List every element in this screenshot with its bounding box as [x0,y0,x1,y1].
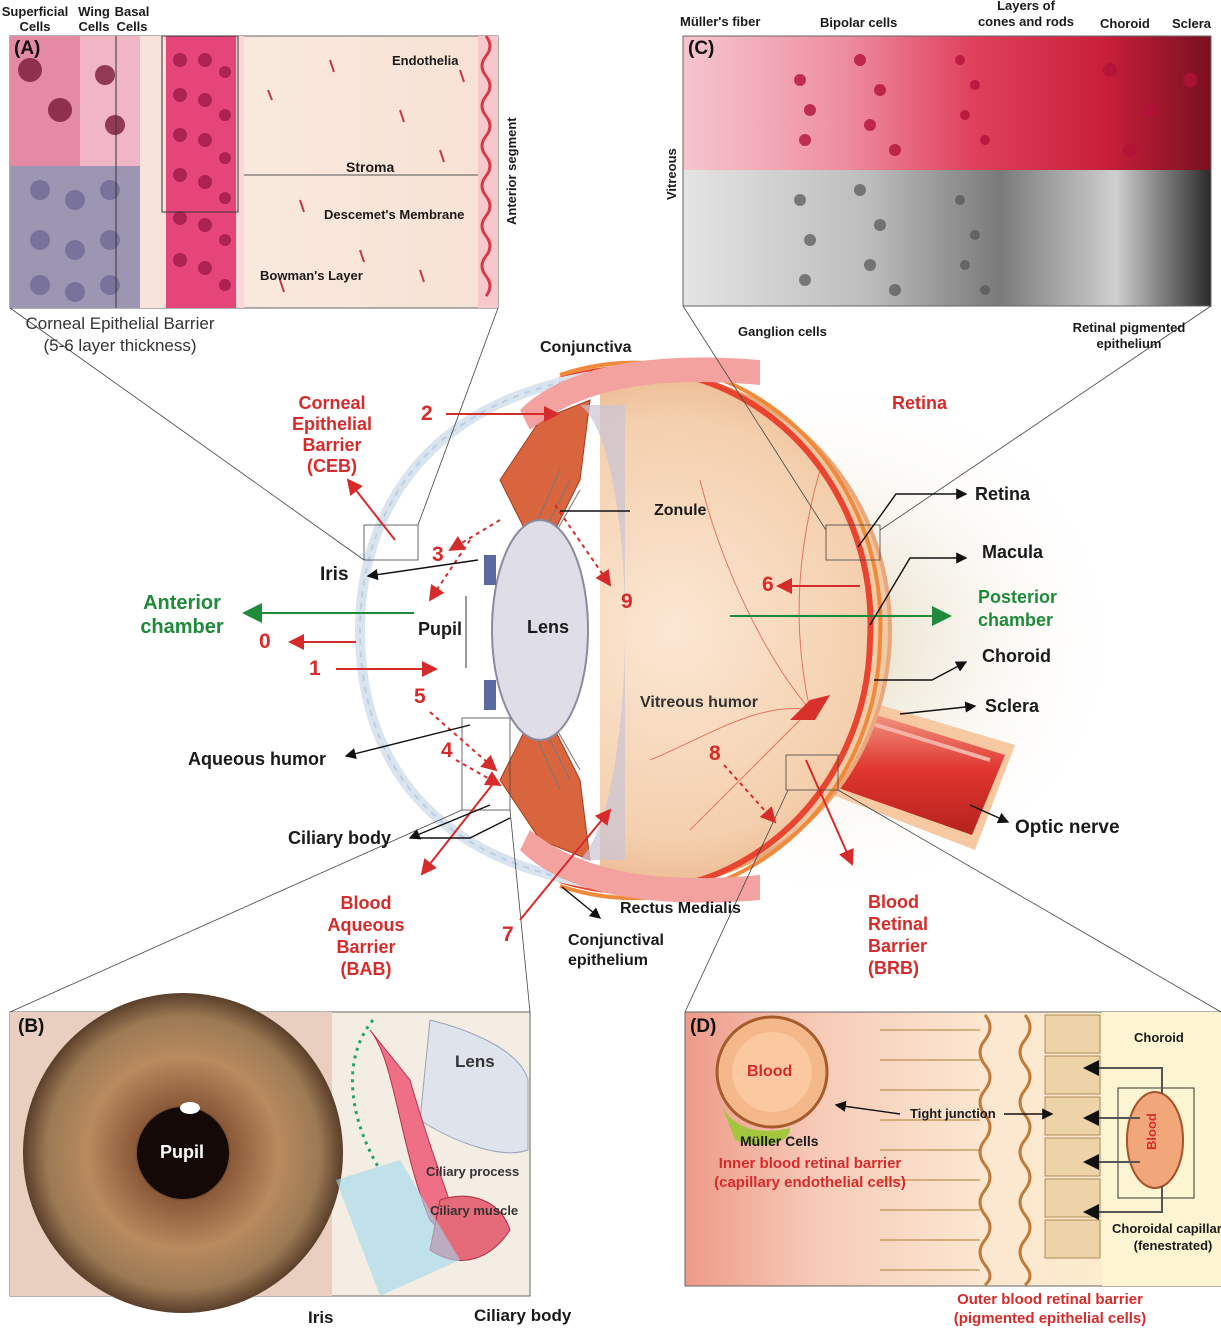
layers-cones-rods-line1: Layers of [997,0,1055,13]
pupil-label: Pupil [418,619,462,639]
chamber-arrows [242,603,952,626]
ceb-line4: (CEB) [307,456,357,476]
panel-a-tag: (A) [14,38,41,59]
choroid-label: Choroid [982,646,1051,666]
route-number-6: 6 [762,573,774,596]
rectus-medialis-label: Rectus Medialis [620,900,741,917]
route-number-2: 2 [421,402,433,425]
choroidal-capillaries-line1: Choroidal capillaries [1112,1221,1221,1236]
retina-label: Retina [975,484,1031,504]
superficial-cells-label: Superficial Cells [1,4,69,34]
route-number-3: 3 [432,543,444,566]
lens-schematic-label: Lens [455,1052,495,1071]
bab-line4: (BAB) [340,959,392,979]
posterior-chamber-line1: Posterior [978,587,1058,607]
descemets-membrane-label: Descemet's Membrane [324,207,465,222]
panel-d-tag: (D) [690,1016,717,1037]
brb-line1: Blood [868,892,919,912]
route-number-4: 4 [441,739,453,762]
panel-d-image [684,1011,1221,1287]
vitreous-histology-label: Vitreous [664,148,679,200]
blood-choroidal-label: Blood [1144,1113,1159,1150]
bipolar-cells-label: Bipolar cells [820,15,898,30]
route-number-1: 1 [309,657,321,680]
macula-label: Macula [982,542,1044,562]
tight-junction-label: Tight junction [910,1106,996,1121]
choroid-schematic-label: Choroid [1134,1030,1184,1045]
pupil-photo-label: Pupil [160,1142,204,1162]
muller-fiber-label: Müller's fiber [680,14,761,29]
brb-line3: Barrier [868,936,928,956]
muller-cells-label: Müller Cells [740,1133,819,1149]
rpe-label-line2: epithelium [1096,336,1162,351]
ciliary-muscle-label: Ciliary muscle [430,1203,519,1218]
ceb-line1: Corneal [298,393,366,413]
sclera-histology-label: Sclera [1172,16,1212,31]
rpe-label-line1: Retinal pigmented [1072,320,1186,335]
iris-photo-label: Iris [308,1308,334,1327]
bab-line2: Aqueous [327,915,405,935]
bowmans-layer-label: Bowman's Layer [260,268,363,283]
anterior-segment-label: Anterior segment [504,117,519,225]
anterior-chamber-line1: Anterior [143,592,221,614]
ciliary-body-schematic-label: Ciliary body [474,1306,572,1325]
route-number-0: 0 [259,630,271,653]
route-arrows [288,406,860,921]
choroid-histology-label: Choroid [1100,16,1150,31]
ciliary-process-label: Ciliary process [426,1164,520,1179]
route-number-7: 7 [502,923,514,946]
zonule-label: Zonule [654,502,707,519]
retina-title-label: Retina [892,393,948,413]
panel-b-tag: (B) [18,1016,45,1037]
corneal-barrier-thickness: (5-6 layer thickness) [43,336,197,355]
endothelia-label: Endothelia [392,53,459,68]
sclera-label: Sclera [985,696,1040,716]
route-number-5: 5 [414,685,426,708]
outer-brb-line1: Outer blood retinal barrier [957,1291,1143,1308]
lens-label: Lens [527,617,570,637]
optic-nerve-label: Optic nerve [1015,817,1120,838]
outer-brb-line2: (pigmented epithelial cells) [953,1310,1147,1327]
eyeball [354,357,1130,910]
wing-cells-label: Wing Cells [78,4,110,34]
posterior-chamber-line2: chamber [978,610,1054,630]
basal-cells-label: Basal Cells [114,4,150,34]
inner-brb-line1: Inner blood retinal barrier [718,1155,902,1172]
bab-line1: Blood [340,893,392,913]
panel-c-image [682,35,1212,307]
pointer-lines [344,488,1054,1120]
panel-a-image [9,35,499,309]
blood-capillary-label: Blood [747,1063,793,1080]
conjunctiva-label: Conjunctiva [540,339,632,356]
choroidal-capillaries-line2: (fenestrated) [1133,1238,1213,1253]
bab-line3: Barrier [336,937,396,957]
ceb-line2: Epithelial [291,414,372,434]
ganglion-cells-label: Ganglion cells [738,324,827,339]
conjunctival-epithelium-line1: Conjunctival [567,932,664,949]
anterior-chamber-line2: chamber [140,616,224,638]
ciliary-body-label: Ciliary body [288,828,392,848]
conjunctival-epithelium-line2: epithelium [567,952,648,969]
panel-c-tag: (C) [688,38,715,59]
callout-lines [9,305,1221,1013]
inner-brb-line2: (capillary endothelial cells) [714,1174,906,1191]
vitreous-humor-label: Vitreous humor [640,694,758,711]
layers-cones-rods-line2: cones and rods [977,14,1075,29]
panel-b-image [9,993,531,1313]
route-number-8: 8 [709,742,721,765]
aqueous-humor-label: Aqueous humor [188,749,326,769]
iris-label: Iris [320,564,349,585]
route-number-9: 9 [621,590,633,613]
corneal-barrier-caption: Corneal Epithelial Barrier [25,314,215,333]
brb-line2: Retinal [868,914,929,934]
ceb-line3: Barrier [302,435,362,455]
stroma-label: Stroma [346,159,395,175]
brb-line4: (BRB) [868,958,919,978]
